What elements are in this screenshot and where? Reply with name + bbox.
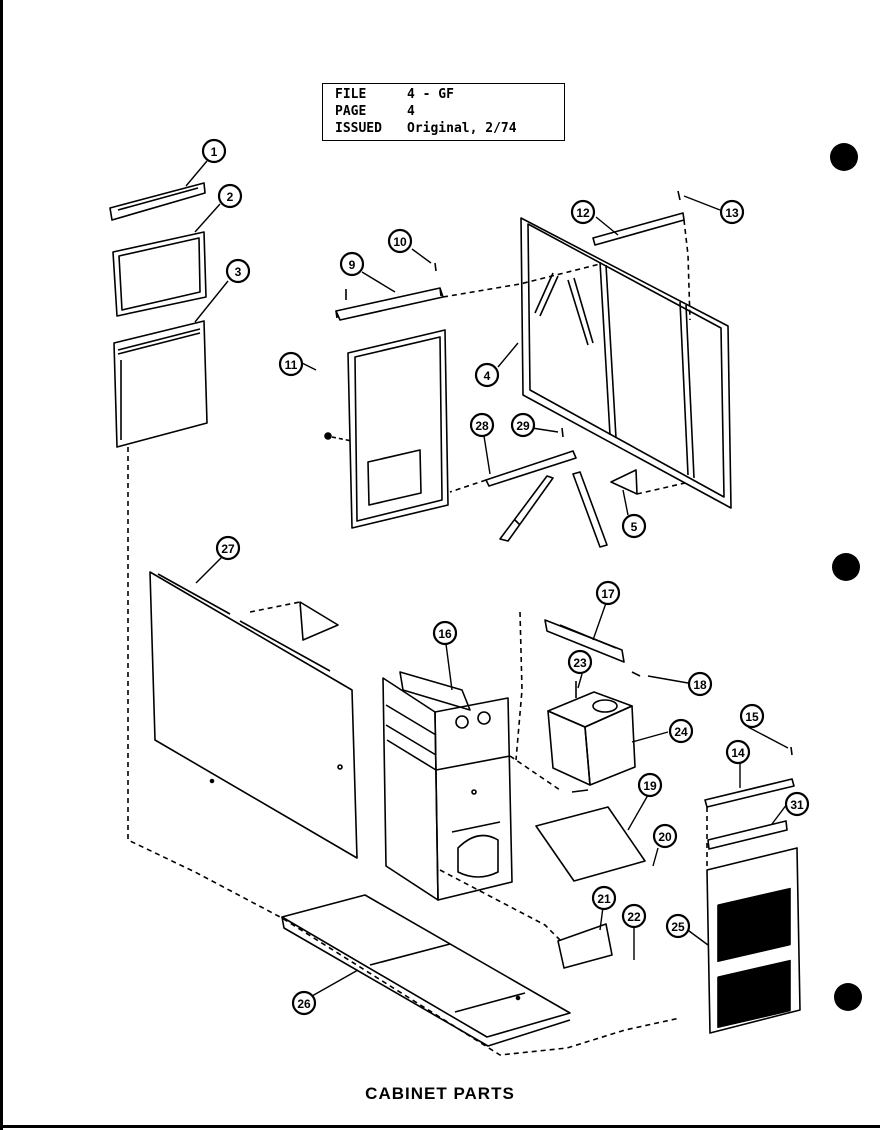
file-label: FILE [335, 87, 367, 102]
callout-1: 1 [211, 145, 218, 159]
binder-hole-top [830, 143, 858, 171]
callout-24: 24 [674, 725, 688, 739]
part-9-top-bracket [335, 287, 444, 321]
callout-23: 23 [573, 656, 587, 670]
callout-9: 9 [349, 258, 356, 272]
callout-18: 18 [693, 678, 707, 692]
binder-hole-bottom [834, 983, 862, 1011]
callout-19: 19 [643, 779, 657, 793]
callout-3: 3 [235, 265, 242, 279]
part-21-clip [557, 923, 613, 969]
callout-13: 13 [725, 206, 739, 220]
part-12-top-strip [592, 212, 685, 246]
issued-label: ISSUED [335, 121, 382, 136]
part-3-upper-door [113, 320, 208, 448]
callout-14: 14 [731, 746, 745, 760]
callout-21: 21 [597, 892, 611, 906]
callout-20: 20 [658, 830, 672, 844]
part-11-side-panel [347, 329, 449, 529]
part-27-bracket [299, 601, 339, 641]
callout-16: 16 [438, 627, 452, 641]
page-border-bottom [0, 1125, 880, 1128]
part-5-gusset [610, 469, 638, 495]
part-1-trim-strip [109, 182, 206, 221]
callout-28: 28 [475, 419, 489, 433]
part-16-heat-exchanger [382, 671, 513, 901]
callout-15: 15 [745, 710, 759, 724]
callout-31: 31 [790, 798, 804, 812]
corner-brace-left [499, 475, 554, 542]
part-27-left-side-panel [149, 571, 358, 859]
callout-27: 27 [221, 542, 235, 556]
callout-12: 12 [576, 206, 590, 220]
callout-26: 26 [297, 997, 311, 1011]
callout-2: 2 [227, 190, 234, 204]
part-25-front-door [706, 847, 801, 1034]
file-value: 4 - GF [407, 87, 454, 102]
file-info-box: FILE 4 - GF PAGE 4 ISSUED Original, 2/74 [322, 83, 565, 141]
part-4-rear-panel [520, 217, 732, 509]
diagram-caption: CABINET PARTS [365, 1084, 515, 1103]
part-28-brace-rail [485, 450, 577, 487]
binder-hole-middle [832, 553, 860, 581]
part-19-shelf [535, 806, 646, 882]
callout-22: 22 [627, 910, 641, 924]
part-2-filter-frame [112, 231, 207, 317]
part-26-base-pan [281, 894, 571, 1047]
callout-11: 11 [285, 358, 298, 372]
part-14-top-rail [704, 778, 795, 808]
callout-25: 25 [671, 920, 685, 934]
part-31-filler-strip [707, 820, 788, 850]
callout-5: 5 [631, 520, 638, 534]
part-17-burner-bracket [544, 619, 625, 663]
issued-value: Original, 2/74 [407, 121, 517, 136]
page-value: 4 [407, 104, 415, 119]
corner-brace-right [572, 471, 608, 548]
part-24-burner-box [547, 691, 636, 786]
callout-17: 17 [601, 587, 615, 601]
callout-29: 29 [516, 419, 530, 433]
callout-10: 10 [393, 235, 407, 249]
page-label: PAGE [335, 104, 367, 119]
callout-4: 4 [484, 369, 491, 383]
page-border-left [0, 0, 3, 1130]
